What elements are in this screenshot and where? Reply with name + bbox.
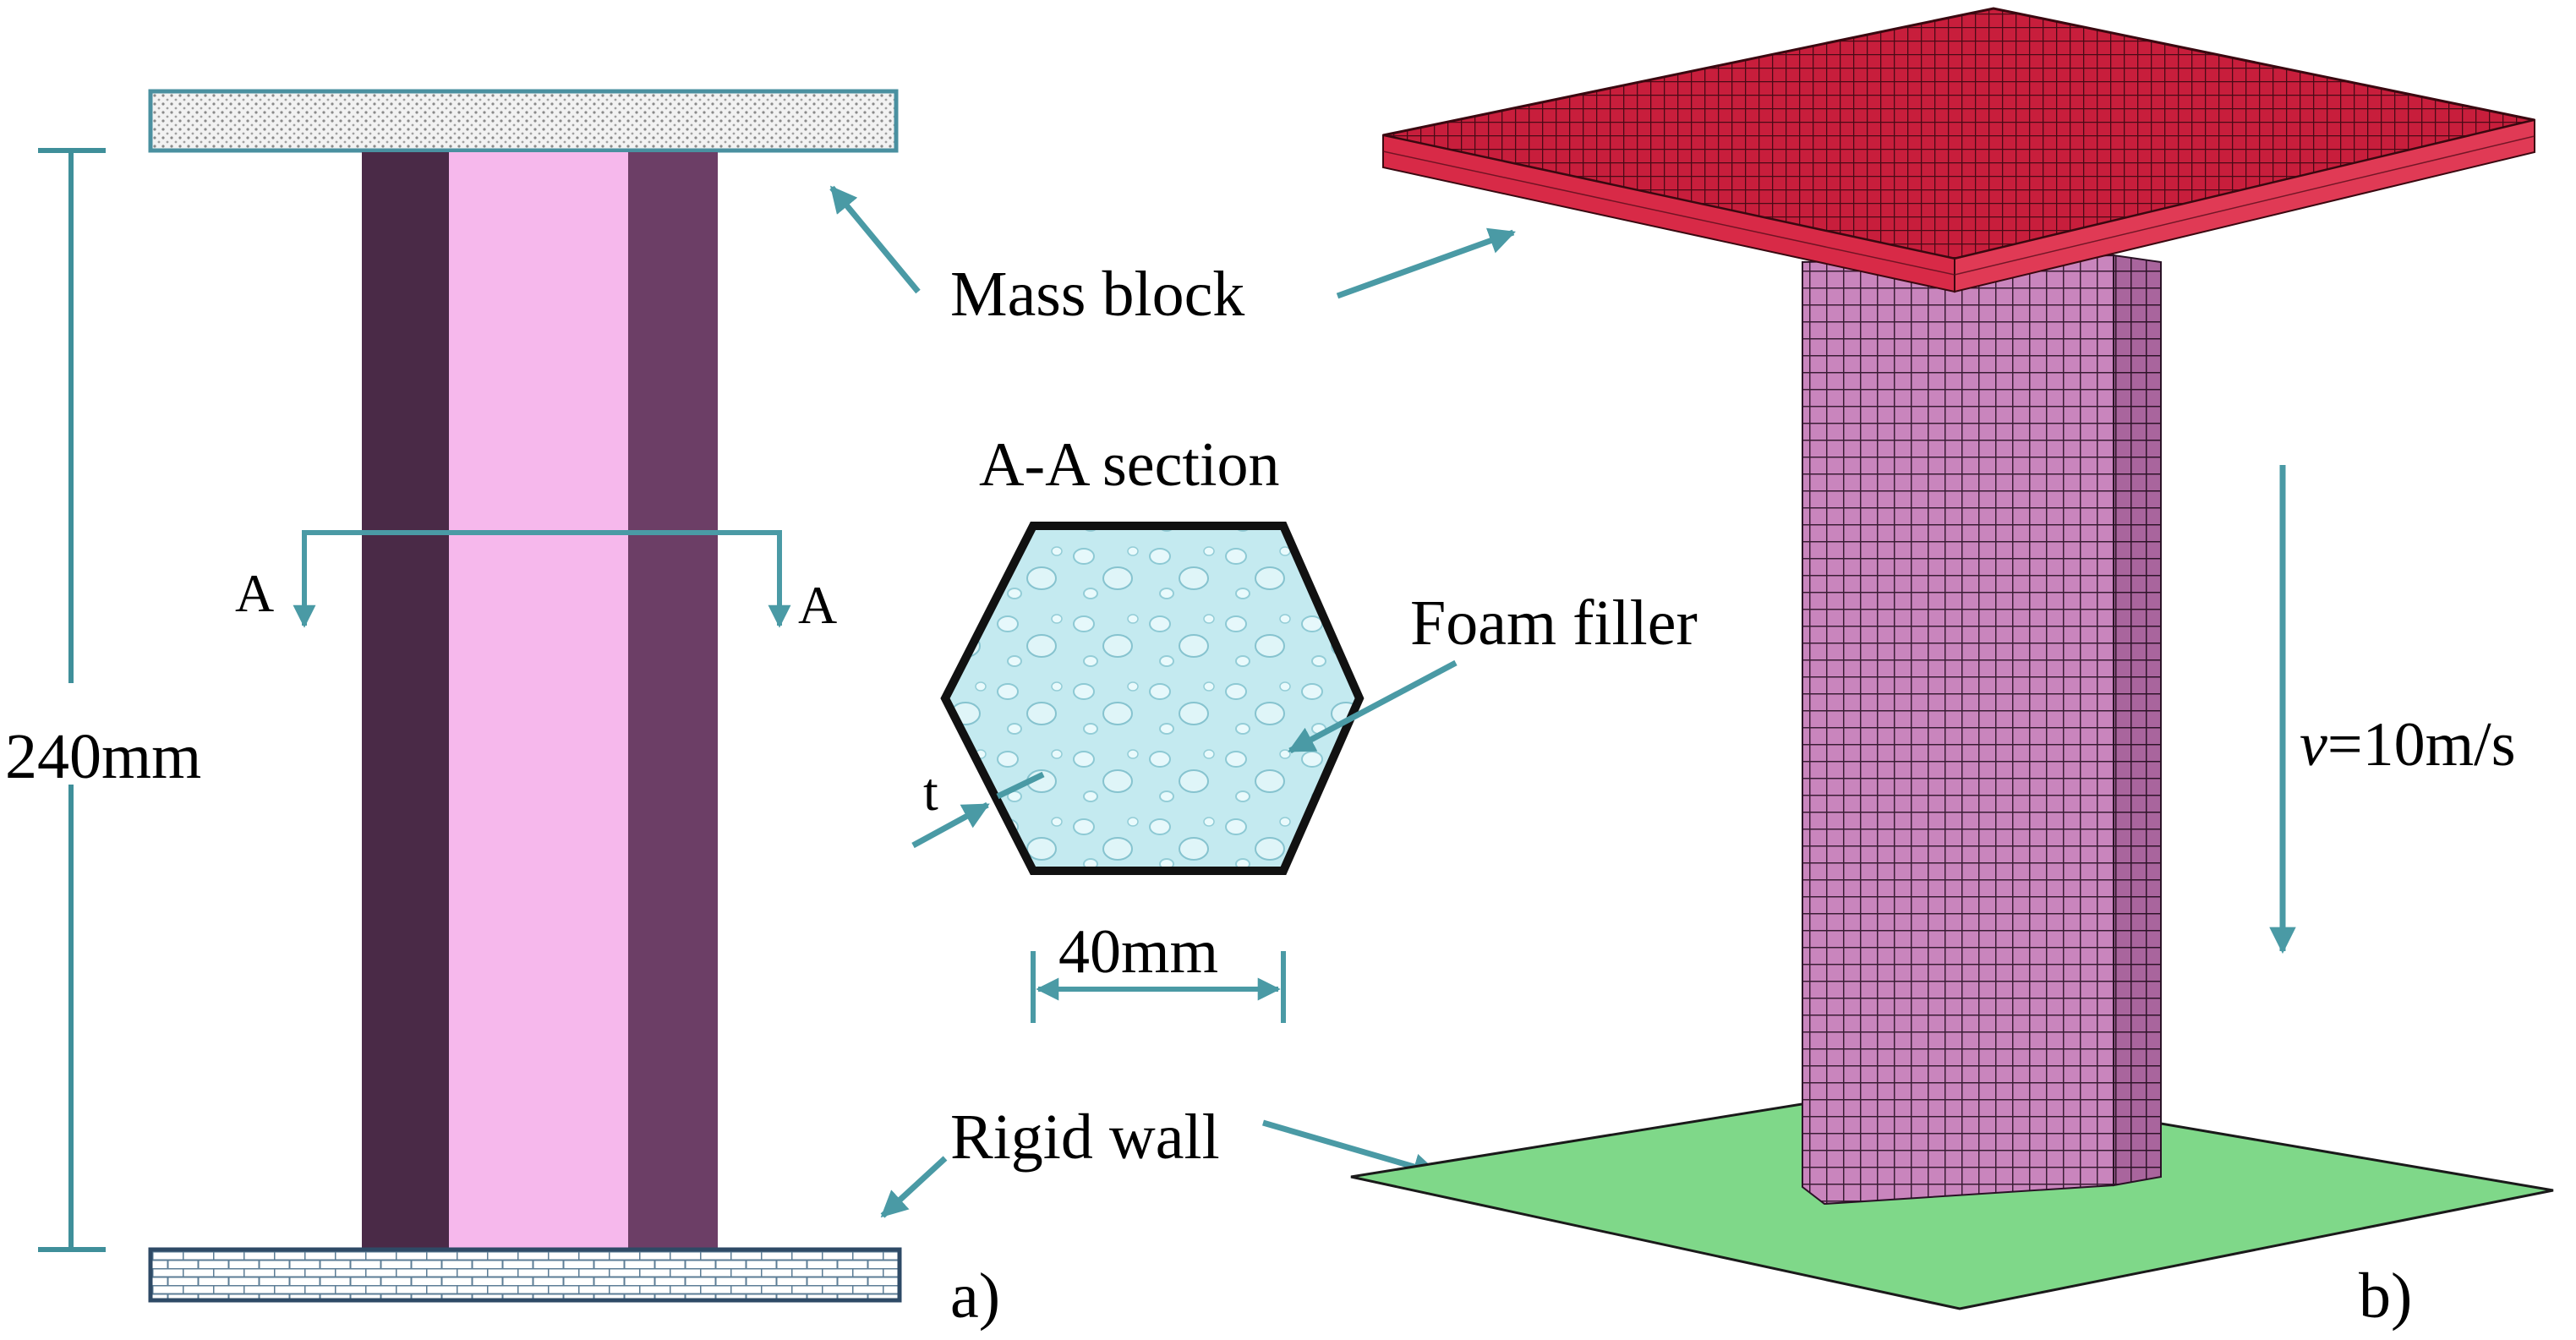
panel-label-b: b) — [2359, 1261, 2412, 1332]
width-dimension-label: 40mm — [1058, 917, 1218, 987]
thickness-arrow — [911, 801, 990, 849]
section-marker-left: A — [235, 563, 274, 623]
height-dimension-line — [38, 148, 106, 1252]
panel-a-side-view: A A 240mm a) — [5, 89, 1000, 1332]
panel-label-a: a) — [950, 1261, 1000, 1332]
thickness-label: t — [923, 762, 938, 822]
rigid-wall-arrow-left — [880, 1156, 948, 1218]
width-dimension-line — [1031, 951, 1286, 1023]
labels-and-section: Mass block A-A section Foam filler t 40m… — [829, 185, 1698, 1218]
rigid-wall-arrow-right — [1262, 1119, 1441, 1180]
thickness-inner-mark — [996, 771, 1045, 800]
section-title: A-A section — [979, 430, 1280, 500]
tube-wall-right — [628, 152, 718, 1250]
foam-filler-arrow — [1288, 659, 1458, 754]
mass-block-arrow-right — [1336, 227, 1516, 299]
mass-block-arrow-left — [829, 185, 921, 294]
rigid-wall-plate — [148, 1247, 902, 1303]
mass-block-plate — [148, 89, 899, 153]
velocity-label: v=10m/s — [2300, 710, 2516, 779]
panel-b-fe-model: v=10m/s b) — [1350, 7, 2554, 1332]
foam-filler-label: Foam filler — [1410, 588, 1698, 659]
rigid-wall-label: Rigid wall — [950, 1102, 1220, 1173]
section-cut-line — [293, 530, 791, 628]
mass-block-fe-top — [1382, 7, 2535, 260]
tube-fe-front — [1802, 254, 2114, 1206]
height-dimension-label: 240mm — [5, 721, 201, 792]
section-marker-right: A — [798, 575, 837, 635]
tube-fe-side — [2113, 254, 2162, 1187]
hexagon-section — [940, 522, 1365, 875]
tube-wall-left — [362, 152, 449, 1250]
foam-core — [449, 152, 628, 1250]
mass-block-label: Mass block — [950, 259, 1244, 330]
